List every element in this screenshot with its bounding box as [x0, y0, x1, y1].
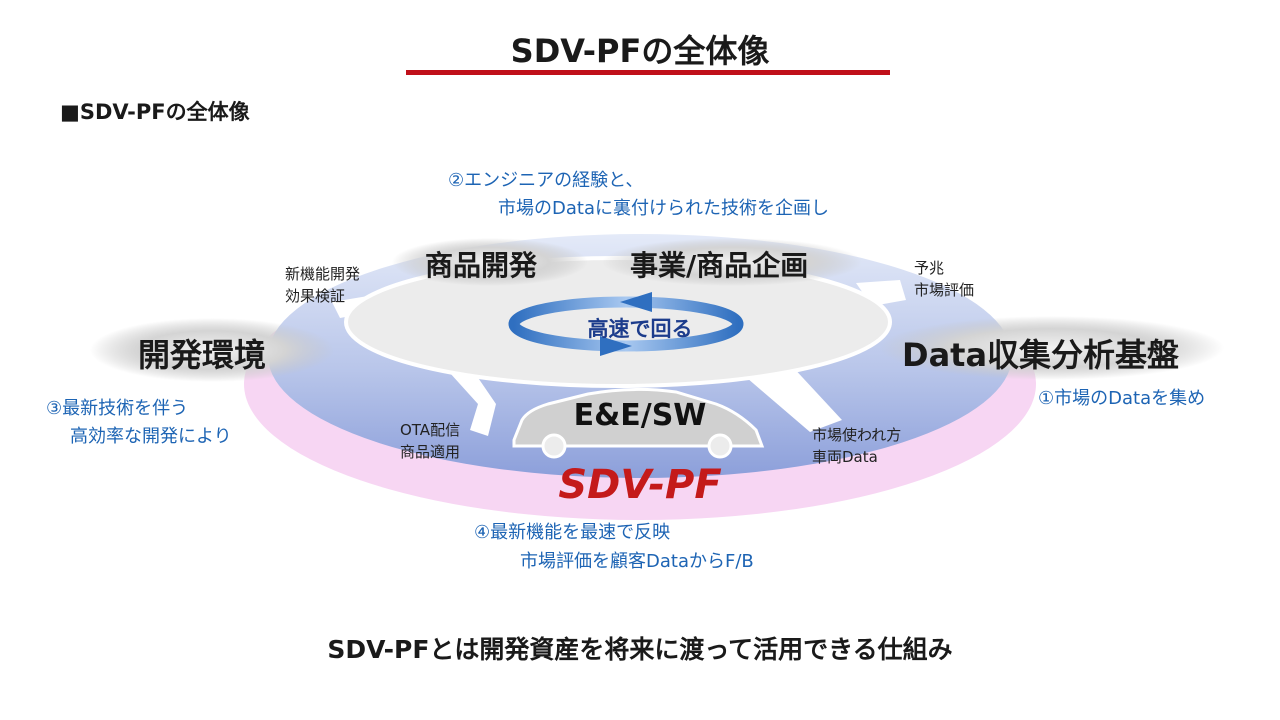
core-label: E&E/SW [573, 398, 707, 433]
center-label: 高速で回る [587, 317, 693, 341]
node-data-platform: Data収集分析基盤 [902, 336, 1180, 374]
section-heading: ■SDV-PFの全体像 [60, 100, 250, 124]
car-wheel-rear [707, 433, 733, 459]
node-blob-dev-env [90, 318, 334, 382]
rotation-arrowhead-bottom [600, 336, 632, 356]
step3-line2: 高効率な開発により [70, 426, 232, 447]
cycle-arrow-bottom-left [440, 362, 496, 436]
step4-line2: 市場評価を顧客DataからF/B [520, 551, 754, 572]
node-blob-business-planning [602, 238, 862, 286]
step1-caption: ①市場のDataを集め [1038, 388, 1206, 409]
node-business-planning: 事業/商品企画 [630, 249, 809, 282]
title-underline [406, 70, 890, 75]
step2-line1: ②エンジニアの経験と、 [448, 170, 644, 191]
annotation-ota-line2: 商品適用 [400, 443, 461, 461]
node-product-dev: 商品開発 [425, 249, 538, 282]
step2-line2: 市場のDataに裏付けられた技術を企画し [498, 198, 829, 219]
step3-line1: ③最新技術を伴う [46, 398, 189, 419]
cycle-arrow-bottom-right [740, 364, 842, 432]
rotation-arrowhead-top [620, 292, 652, 312]
car-icon [512, 387, 765, 448]
node-blob-data-platform [880, 316, 1224, 380]
annotation-predict-line2: 市場評価 [914, 281, 975, 299]
node-blob-product-dev [392, 238, 588, 286]
annotation-ota-line1: OTA配信 [400, 421, 461, 439]
node-dev-env: 開発環境 [138, 336, 267, 374]
annotation-market-usage-line1: 市場使われ方 [812, 426, 902, 444]
step4-line1: ④最新機能を最速で反映 [474, 522, 671, 543]
slide-title: SDV-PFの全体像 [510, 32, 770, 70]
annotation-new-feature-line1: 新機能開発 [285, 265, 361, 283]
conclusion-text: SDV-PFとは開発資産を将来に渡って活用できる仕組み [327, 635, 953, 664]
car-wheel-front [541, 433, 567, 459]
annotation-new-feature-line2: 効果検証 [285, 287, 346, 305]
annotation-predict-line1: 予兆 [914, 259, 945, 277]
platform-label: SDV-PF [558, 462, 722, 508]
annotation-market-usage-line2: 車両Data [812, 448, 878, 466]
